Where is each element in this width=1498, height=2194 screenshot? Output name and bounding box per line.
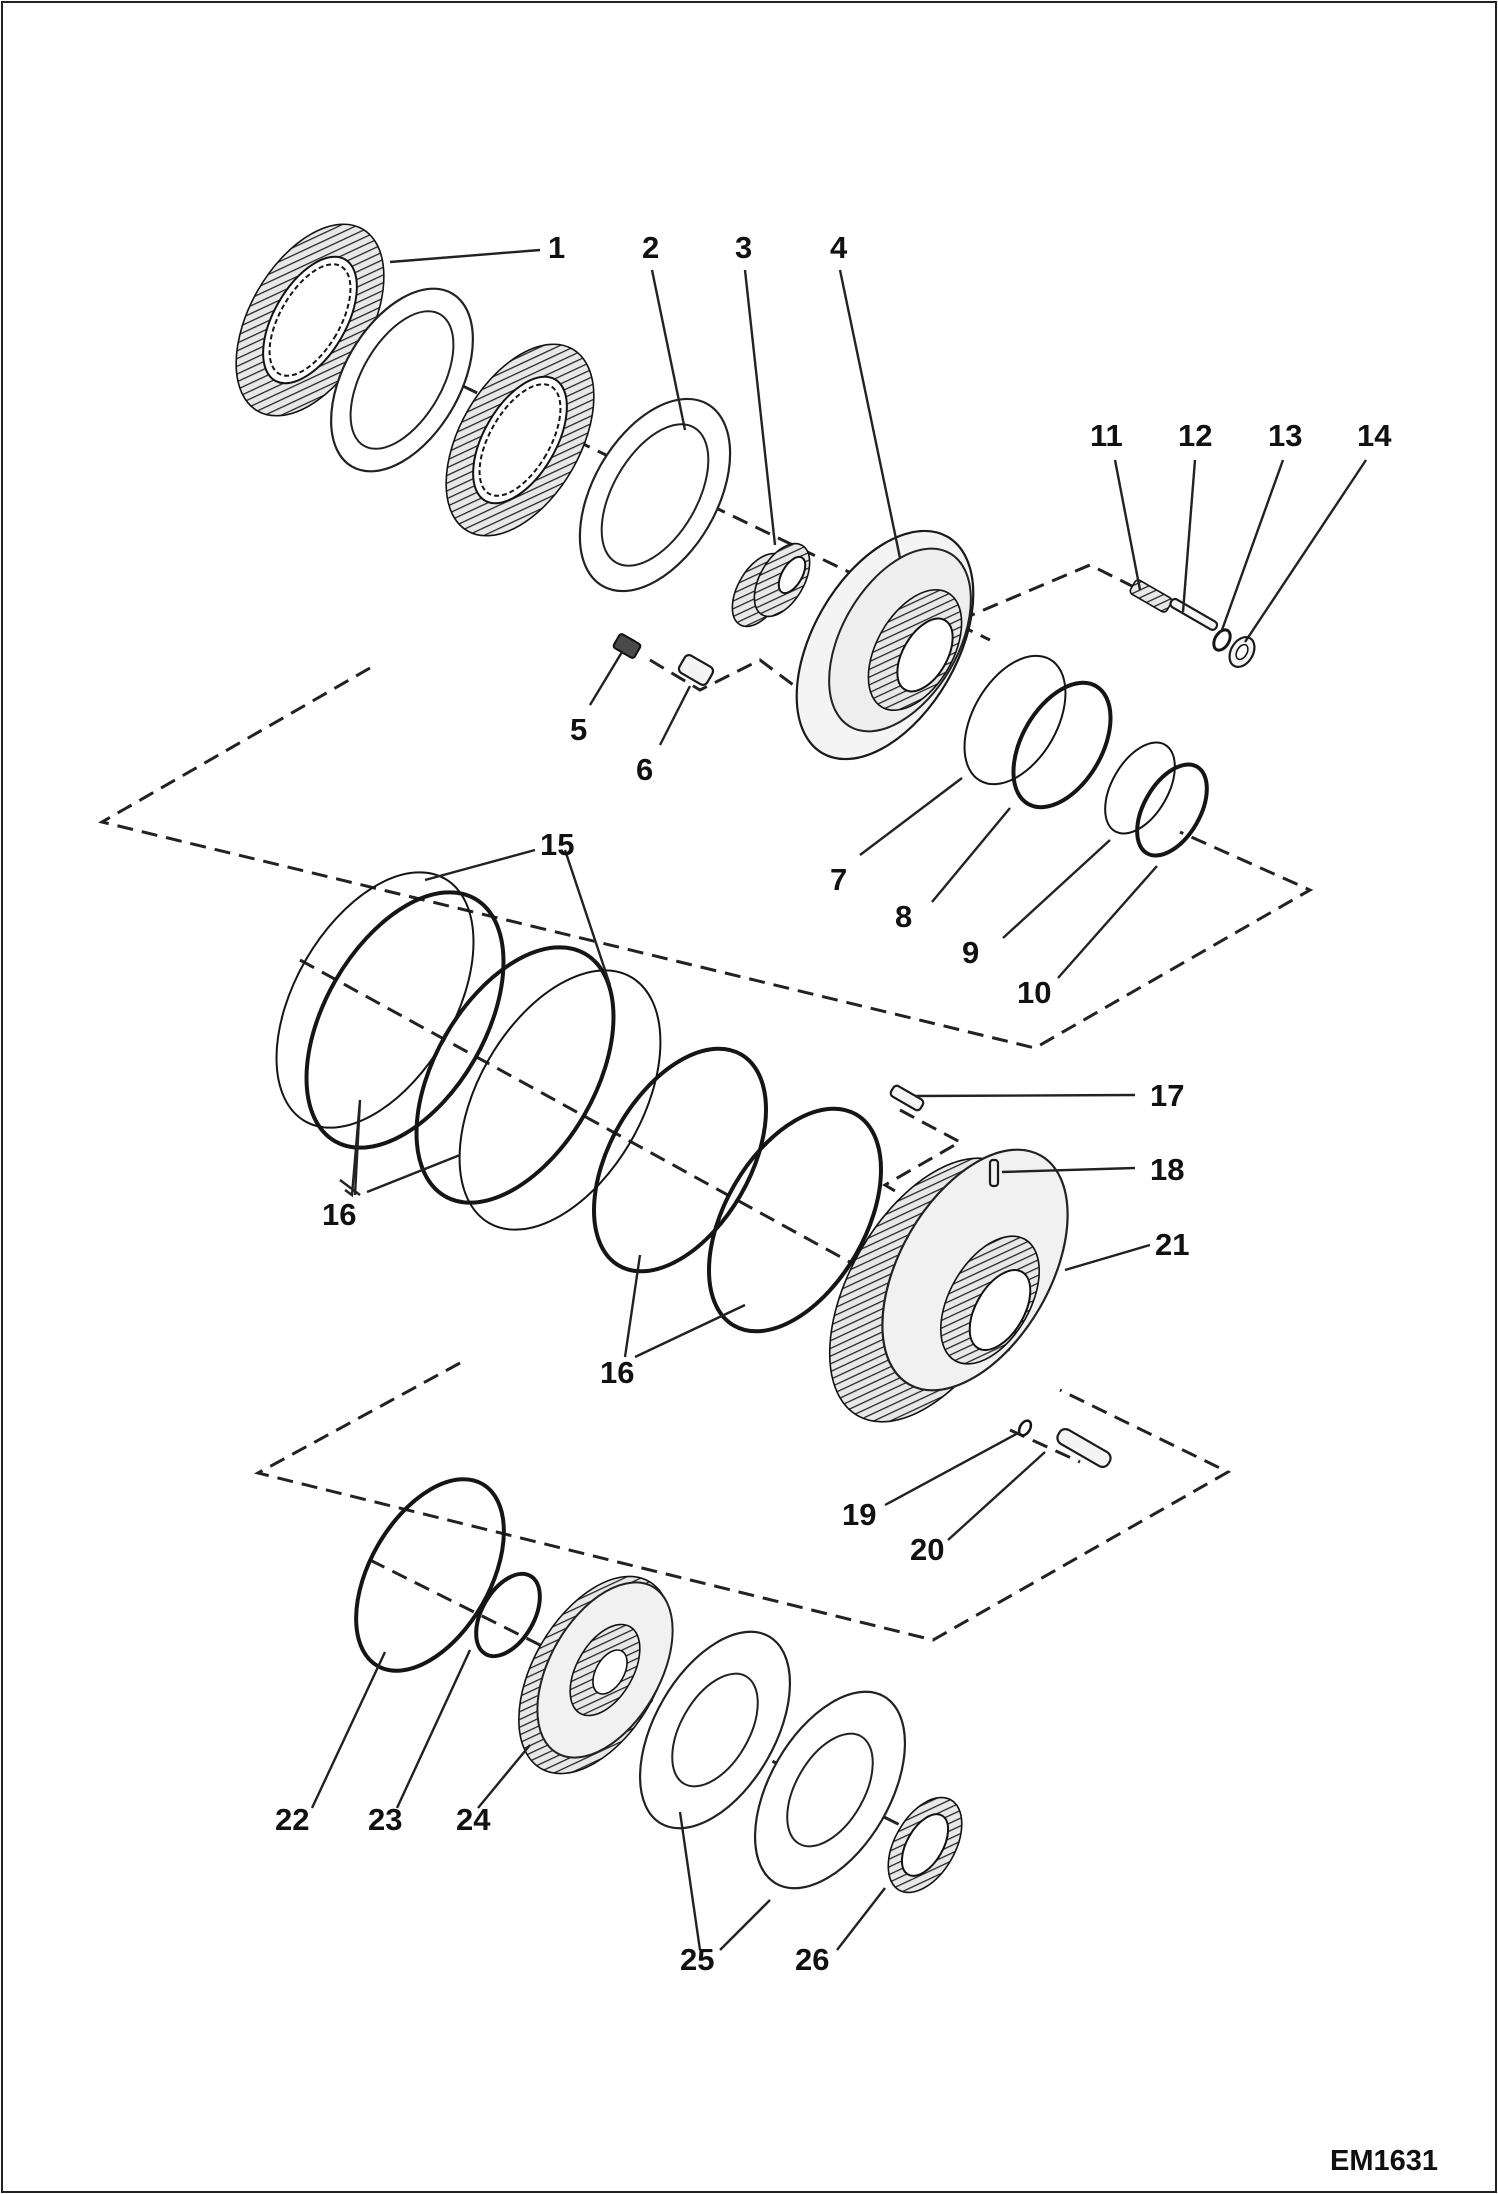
part-23-ring	[474, 1571, 542, 1659]
part-21-piston-housing	[828, 1148, 1069, 1423]
leader-lines	[310, 248, 1367, 1951]
callout-24: 24	[456, 1802, 491, 1837]
part-24-piston	[518, 1575, 674, 1775]
axis-line-pins	[649, 563, 1141, 692]
part-12-pin	[1169, 597, 1219, 631]
callout-5: 5	[570, 712, 587, 747]
callout-3: 3	[735, 230, 752, 265]
callout-7: 7	[830, 862, 847, 897]
part-1-friction-disc-2	[445, 343, 595, 537]
callout-14: 14	[1357, 418, 1392, 453]
part-22-ring	[354, 1477, 506, 1673]
part-2-plate	[578, 397, 732, 593]
callout-15: 15	[540, 827, 574, 862]
callout-12: 12	[1178, 418, 1212, 453]
callout-8: 8	[895, 899, 912, 934]
callout-17: 17	[1150, 1078, 1184, 1113]
callout-23: 23	[368, 1802, 402, 1837]
part-11-spring	[1129, 579, 1173, 613]
callout-9: 9	[962, 935, 979, 970]
part-17-pin	[889, 1084, 925, 1112]
part-13-ring	[1212, 628, 1232, 652]
part-7-ring	[963, 654, 1067, 786]
part-26-splined-ring	[887, 1796, 963, 1894]
callout-26: 26	[795, 1942, 829, 1977]
callout-1: 1	[548, 230, 565, 265]
part-9-ring	[1104, 741, 1176, 835]
callout-11: 11	[1090, 418, 1123, 453]
callout-2: 2	[642, 230, 659, 265]
part-18-pin	[988, 1158, 1000, 1188]
part-16-ring-c	[592, 1046, 768, 1274]
callout-13: 13	[1268, 418, 1302, 453]
part-14-nut	[1228, 635, 1256, 669]
callout-25: 25	[680, 1942, 714, 1977]
callout-16-b: 16	[600, 1355, 634, 1390]
part-8-ring	[1011, 680, 1113, 810]
dashed-boundary-lower	[253, 1361, 1232, 1642]
part-4-housing	[795, 529, 975, 761]
callout-19: 19	[842, 1497, 876, 1532]
callout-16-a: 16	[322, 1197, 356, 1232]
part-10-ring	[1135, 762, 1209, 858]
part-15-ring-b	[458, 969, 662, 1231]
figure-code: EM1631	[1330, 2145, 1438, 2177]
callout-18: 18	[1150, 1152, 1184, 1187]
part-25-plate-a	[638, 1630, 792, 1830]
part-6-sleeve	[677, 654, 715, 686]
part-20-dowel	[1056, 1428, 1112, 1468]
part-16-ring-a	[304, 890, 506, 1150]
callout-21: 21	[1155, 1227, 1189, 1262]
part-19-ring	[1017, 1419, 1033, 1437]
part-3-splined-hub	[731, 542, 811, 628]
part-1-separator-plate	[330, 287, 474, 473]
callout-6: 6	[636, 752, 653, 787]
part-25-plate-b	[753, 1690, 907, 1890]
dashed-boundary-upper	[97, 666, 1314, 1050]
callout-10: 10	[1017, 975, 1051, 1010]
callout-4: 4	[830, 230, 848, 265]
callout-labels: 1 2 3 4 5 6 7 8 9 10 11 12 13 14 15 16 1…	[275, 230, 1392, 1977]
part-16-ring-d	[707, 1106, 883, 1334]
part-5-bolt	[612, 633, 642, 659]
callout-22: 22	[275, 1802, 309, 1837]
callout-20: 20	[910, 1532, 944, 1567]
part-16-ring-b	[414, 945, 616, 1205]
